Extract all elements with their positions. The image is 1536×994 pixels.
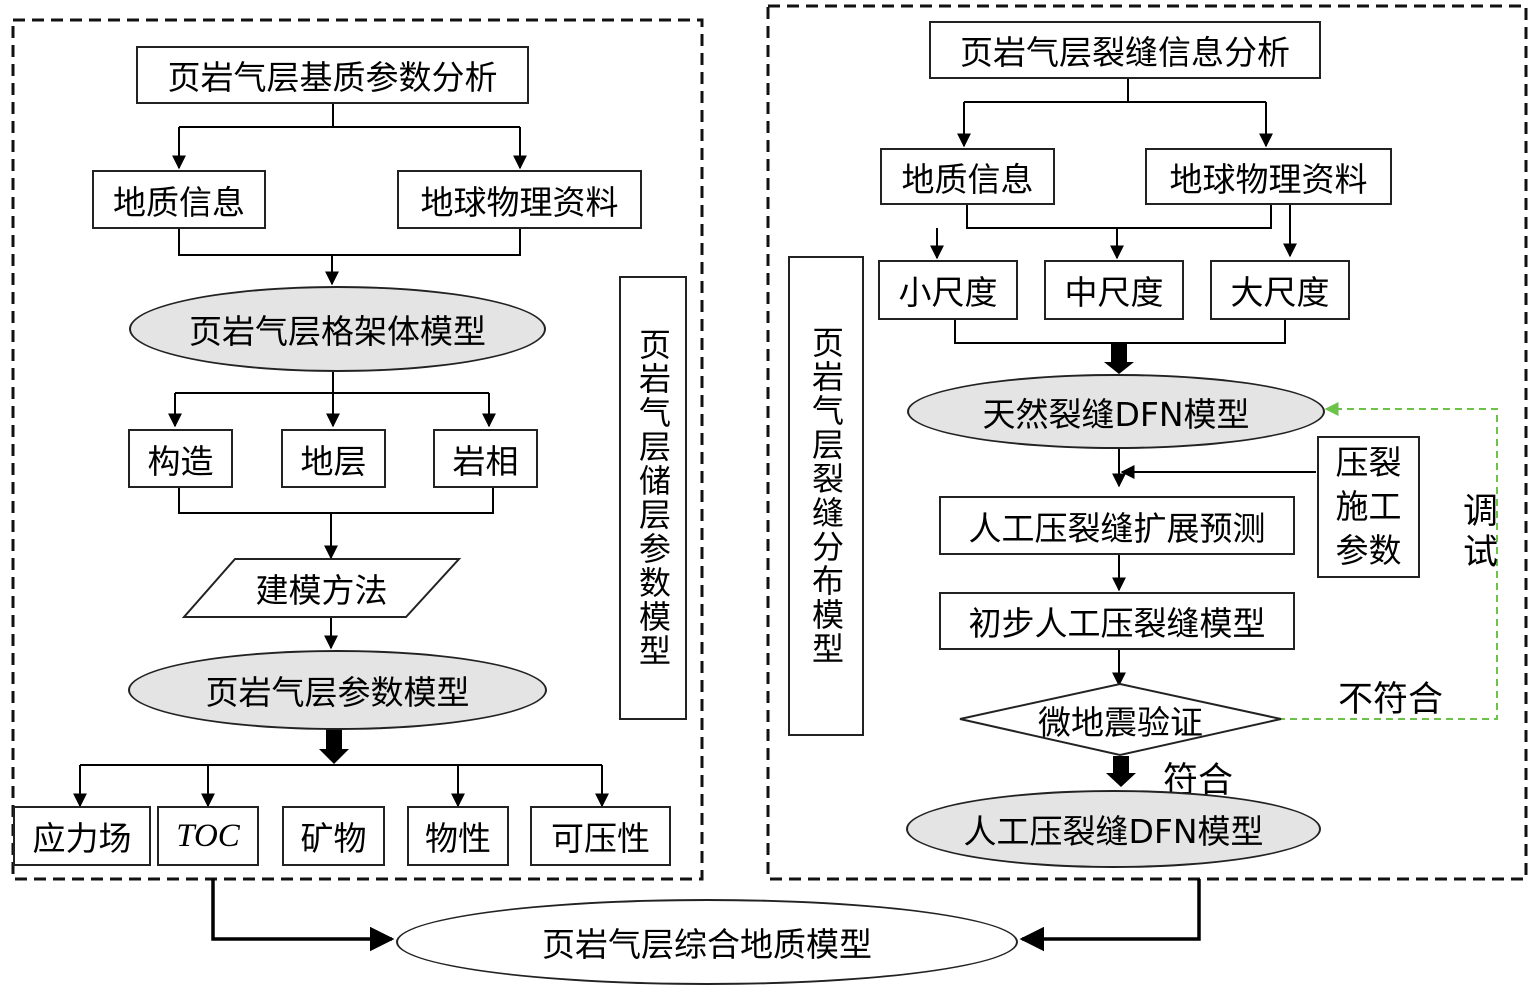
right-geo-info-box: 地质信息 <box>880 148 1055 205</box>
fracture-analysis-box: 页岩气层裂缝信息分析 <box>929 21 1321 79</box>
debug-label: 调试 <box>1457 492 1497 574</box>
physical-box: 物性 <box>407 806 509 866</box>
reservoir-param-side-label: 页岩气层储层参数模型 <box>619 276 687 720</box>
feedback-loop <box>1278 402 1498 720</box>
prelim-model-box: 初步人工压裂缝模型 <box>939 592 1295 650</box>
structure-box: 构造 <box>128 429 233 488</box>
propagation-prediction-box: 人工压裂缝扩展预测 <box>939 496 1295 555</box>
thick-arrow <box>1106 756 1136 787</box>
geophysics-box: 地球物理资料 <box>397 170 642 229</box>
mismatch-label: 不符合 <box>1338 680 1444 720</box>
artificial-dfn-ellipse: 人工压裂缝DFN模型 <box>906 790 1321 868</box>
microseismic-label: 微地震验证 <box>1038 702 1203 742</box>
mineral-box: 矿物 <box>282 806 385 866</box>
integrated-model-ellipse: 页岩气层综合地质模型 <box>396 899 1018 985</box>
stress-box: 应力场 <box>13 806 151 866</box>
method-label: 建模方法 <box>255 571 388 610</box>
frac-params-line-2: 施工 <box>1335 487 1402 526</box>
large-scale-box: 大尺度 <box>1210 260 1350 320</box>
frac-params-line-3: 参数 <box>1335 531 1402 570</box>
method-parallelogram <box>181 558 462 618</box>
fracability-box: 可压性 <box>530 806 671 866</box>
framework-model-ellipse: 页岩气层格架体模型 <box>129 286 546 372</box>
medium-scale-box: 中尺度 <box>1044 260 1184 320</box>
frac-params-line-1: 压裂 <box>1335 443 1402 482</box>
strata-box: 地层 <box>281 429 386 488</box>
left-group-frame <box>11 18 704 881</box>
right-geophysics-box: 地球物理资料 <box>1145 148 1392 205</box>
geo-info-box: 地质信息 <box>92 170 266 229</box>
microseismic-diamond <box>959 682 1282 757</box>
thick-arrow <box>1104 343 1134 374</box>
small-scale-box: 小尺度 <box>878 260 1018 320</box>
param-model-ellipse: 页岩气层参数模型 <box>128 650 547 730</box>
thick-arrow <box>319 729 349 764</box>
natural-dfn-ellipse: 天然裂缝DFN模型 <box>907 374 1325 449</box>
matrix-analysis-box: 页岩气层基质参数分析 <box>136 46 529 104</box>
toc-box: TOC <box>157 806 259 866</box>
frac-params-box: 压裂 施工 参数 <box>1317 436 1420 578</box>
facies-box: 岩相 <box>433 429 538 488</box>
fracture-distribution-side-label: 页岩气层裂缝分布模型 <box>788 256 864 736</box>
